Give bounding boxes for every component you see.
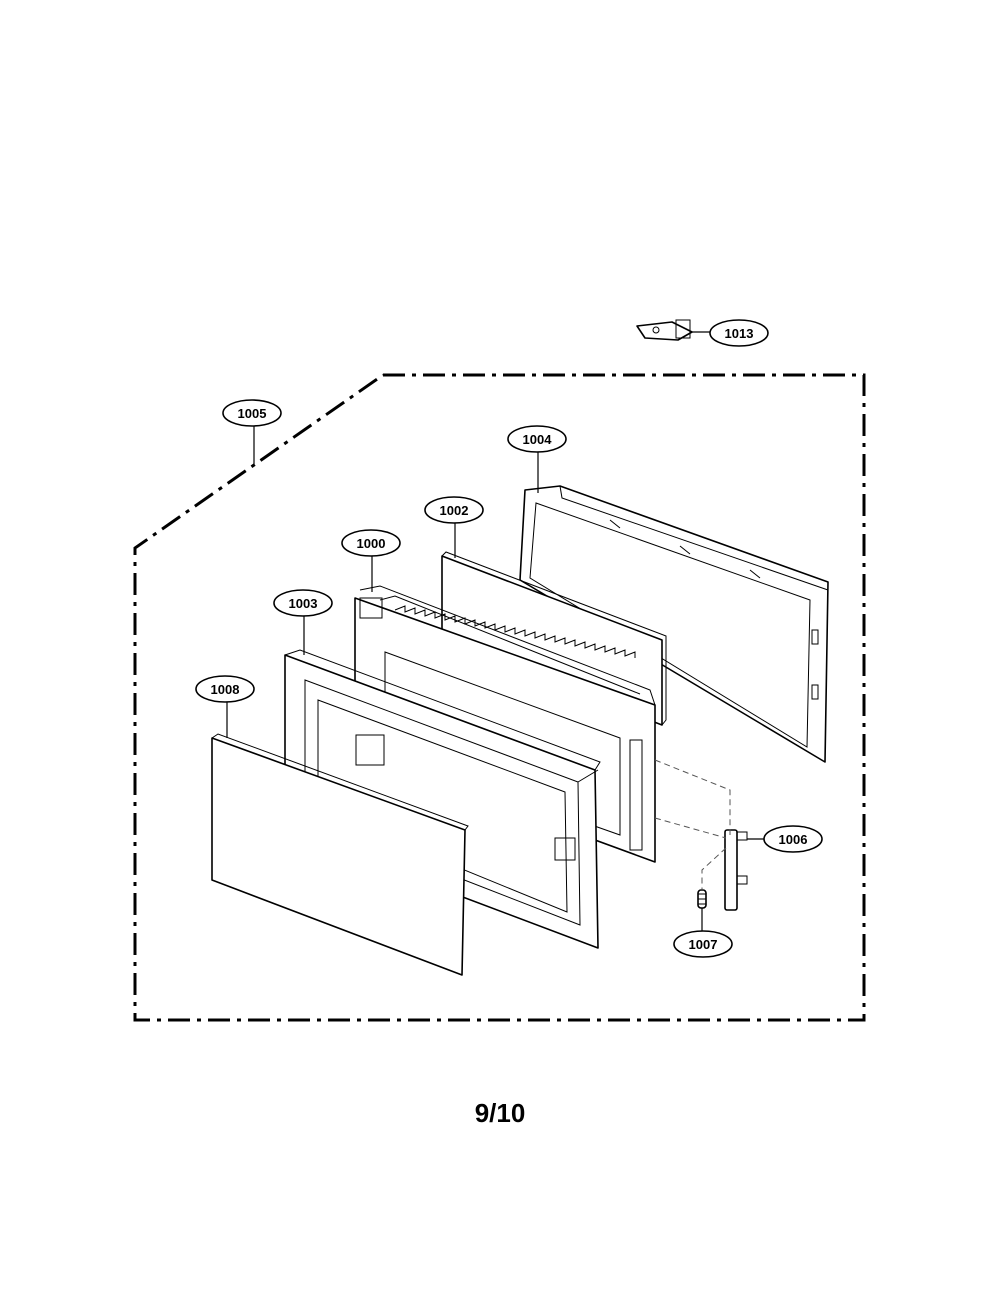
part-1004-frame <box>519 485 829 763</box>
svg-text:1000: 1000 <box>357 536 386 551</box>
svg-text:1005: 1005 <box>238 406 267 421</box>
callout-1004: 1004 <box>507 425 567 453</box>
part-1007-spring <box>697 889 707 909</box>
callout-1006: 1006 <box>763 825 823 853</box>
callout-1007: 1007 <box>673 930 733 958</box>
assembly-hidden-lines <box>654 759 731 890</box>
part-1002-panel <box>441 551 667 726</box>
svg-text:1003: 1003 <box>289 596 318 611</box>
assembly-boundary-1005 <box>133 373 866 1022</box>
svg-text:1006: 1006 <box>779 832 808 847</box>
part-1006-latch <box>724 829 748 911</box>
page-number: 9/10 <box>474 1098 526 1128</box>
callout-1013: 1013 <box>709 319 769 347</box>
svg-text:1007: 1007 <box>689 937 718 952</box>
part-1008-front-panel <box>211 733 469 976</box>
svg-text:1013: 1013 <box>725 326 754 341</box>
callout-1000: 1000 <box>341 529 401 557</box>
callout-1005: 1005 <box>222 399 282 427</box>
callout-1008: 1008 <box>195 675 255 703</box>
part-1013-hook <box>636 319 693 341</box>
callout-1003: 1003 <box>273 589 333 617</box>
callout-1002: 1002 <box>424 496 484 524</box>
svg-text:1002: 1002 <box>440 503 469 518</box>
svg-text:1008: 1008 <box>211 682 240 697</box>
leader-lines <box>226 331 766 932</box>
svg-text:1004: 1004 <box>523 432 553 447</box>
